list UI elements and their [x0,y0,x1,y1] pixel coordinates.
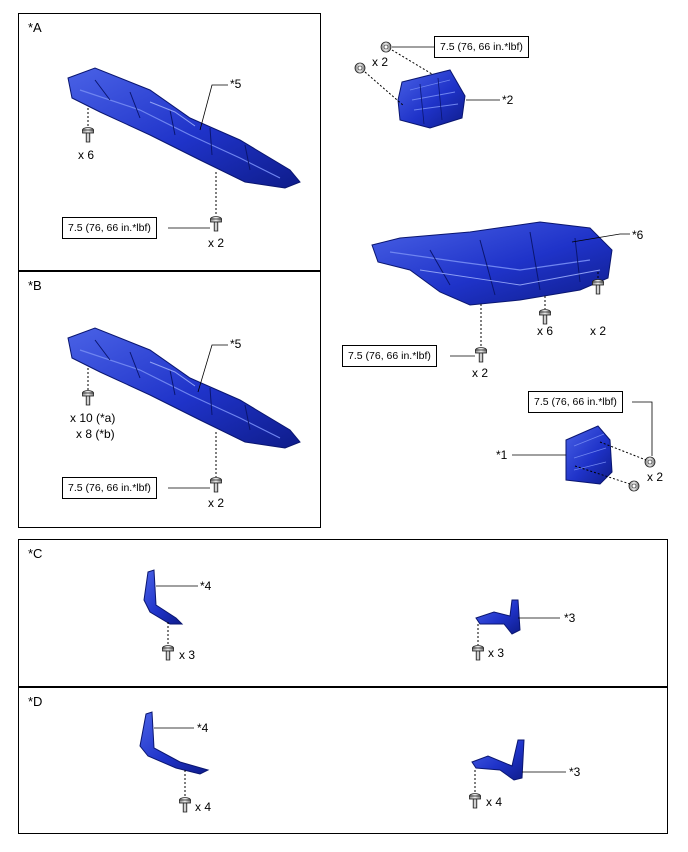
count-6-left: x 2 [472,366,489,380]
torque-box-2: 7.5 (76, 66 in.*lbf) [434,36,529,58]
bracket-4-d [139,711,210,775]
panel-c [18,539,668,688]
bracket-2 [397,69,466,129]
callout-part-6: *6 [632,228,644,242]
count-6-middle: x 6 [537,324,554,338]
panel-label-b: *B [28,278,42,293]
callout-part-5-b: *5 [230,337,242,351]
count-2: x 2 [372,55,389,69]
bolt-a-left [82,127,94,143]
count-3-c: x 3 [488,646,505,660]
count-b-bottom: x 2 [208,496,225,510]
count-4-d: x 4 [195,800,212,814]
count-1: x 2 [647,470,664,484]
callout-part-3-c: *3 [564,611,576,625]
bracket-4-c [143,569,184,625]
callout-part-2: *2 [502,93,514,107]
count-6-right: x 2 [590,324,607,338]
clip-2-left [354,62,366,74]
torque-box-6: 7.5 (76, 66 in.*lbf) [342,345,437,367]
count-4-c: x 3 [179,648,196,662]
panel-b [18,270,321,528]
bolt-6-left [475,347,487,363]
callout-part-1: *1 [496,448,508,462]
undercover-6 [371,221,613,306]
bracket-1 [565,425,613,485]
bracket-3-c [475,599,521,635]
callout-part-3-d: *3 [569,765,581,779]
count-3-d: x 4 [486,795,503,809]
bolt-b-left [82,390,94,406]
callout-part-4-d: *4 [197,721,209,735]
callout-part-4-c: *4 [200,579,212,593]
panel-label-c: *C [28,546,43,561]
bolt-3-c [472,645,484,661]
panel-a [18,13,321,272]
clip-1-lower [628,480,640,492]
panel-label-a: *A [28,20,42,35]
panel-label-d: *D [28,694,43,709]
callout-part-5-a: *5 [230,77,242,91]
bolt-3-d [469,793,481,809]
panel-d [18,686,668,834]
bolt-b-bottom [210,477,222,493]
undercover-5-b [67,327,301,449]
bolt-6-middle [539,309,551,325]
clip-1-upper [644,456,656,468]
bolt-4-c [162,645,174,661]
count-b-left-b: x 8 (*b) [76,427,115,441]
bolt-6-right [592,279,604,295]
clip-2-top [380,41,392,53]
bolt-a-bottom [210,216,222,232]
torque-box-a: 7.5 (76, 66 in.*lbf) [62,217,157,239]
count-b-left-a: x 10 (*a) [70,411,116,425]
undercover-5-a [67,67,301,189]
count-a-left: x 6 [78,148,95,162]
count-a-bottom: x 2 [208,236,225,250]
bracket-3-d [471,739,525,781]
torque-box-b: 7.5 (76, 66 in.*lbf) [62,477,157,499]
torque-box-1: 7.5 (76, 66 in.*lbf) [528,391,623,413]
bolt-4-d [179,797,191,813]
